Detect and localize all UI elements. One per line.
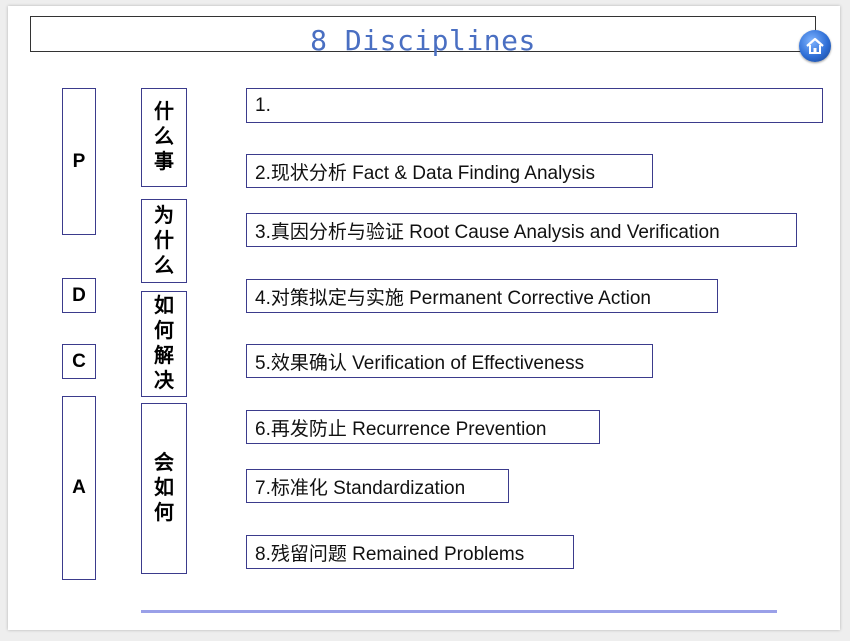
step-1-box: 1.	[246, 88, 823, 123]
pdca-p-label: P	[72, 150, 86, 172]
question-how-label: 如何解决	[154, 295, 174, 392]
step-2-label: 2.现状分析 Fact & Data Finding Analysis	[255, 162, 596, 184]
question-will-label: 会如何	[154, 452, 174, 524]
step-2-box: 2.现状分析 Fact & Data Finding Analysis	[246, 154, 653, 188]
step-5-label: 5.效果确认 Verification of Effectiveness	[255, 352, 585, 374]
page-title: 8 Disciplines	[310, 24, 536, 57]
step-7-box: 7.标准化 Standardization	[246, 469, 509, 503]
question-what-label: 什么事	[154, 101, 174, 173]
question-why-label: 为什么	[154, 204, 174, 277]
step-3-box: 3.真因分析与验证 Root Cause Analysis and Verifi…	[246, 213, 797, 247]
step-7-label: 7.标准化 Standardization	[255, 477, 466, 499]
question-what-box: 什么事	[141, 88, 187, 187]
question-why-box: 为什么	[141, 199, 187, 283]
step-8-box: 8.残留问题 Remained Problems	[246, 535, 574, 569]
step-4-label: 4.对策拟定与实施 Permanent Corrective Action	[255, 287, 651, 309]
step-6-label: 6.再发防止 Recurrence Prevention	[255, 418, 547, 440]
home-button[interactable]	[799, 30, 831, 62]
pdca-d-label: D	[72, 284, 86, 306]
home-icon	[806, 37, 824, 54]
question-how-box: 如何解决	[141, 291, 187, 397]
title-frame	[30, 16, 816, 52]
step-5-box: 5.效果确认 Verification of Effectiveness	[246, 344, 653, 378]
pdca-c-box: C	[62, 344, 96, 379]
footer-divider	[141, 610, 777, 613]
step-3-label: 3.真因分析与验证 Root Cause Analysis and Verifi…	[255, 221, 720, 243]
pdca-d-box: D	[62, 278, 96, 313]
pdca-p-box: P	[62, 88, 96, 235]
pdca-a-label: A	[72, 477, 86, 498]
step-8-label: 8.残留问题 Remained Problems	[255, 543, 525, 565]
pdca-a-box: A	[62, 396, 96, 580]
question-will-box: 会如何	[141, 403, 187, 574]
step-4-box: 4.对策拟定与实施 Permanent Corrective Action	[246, 279, 718, 313]
step-6-box: 6.再发防止 Recurrence Prevention	[246, 410, 600, 444]
pdca-c-label: C	[72, 350, 86, 372]
step-1-label: 1.	[255, 94, 271, 116]
